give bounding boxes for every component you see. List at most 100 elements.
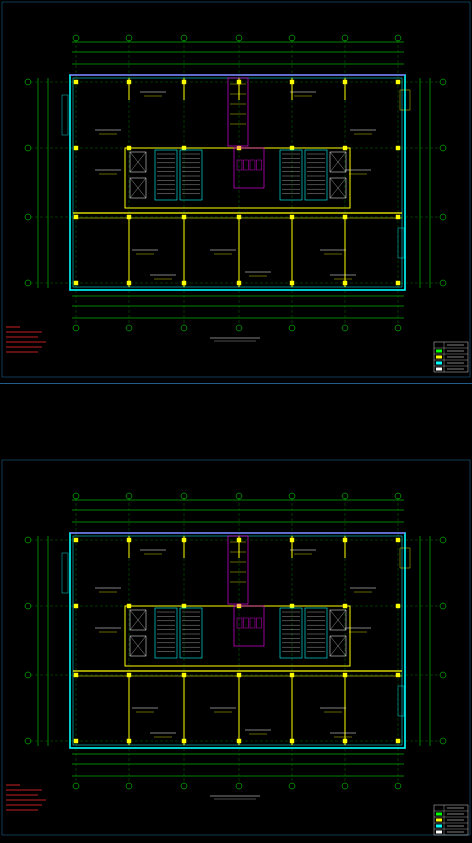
service-shaft (227, 77, 249, 147)
elevator-shaft (329, 177, 347, 199)
grid-bubble-bottom (235, 324, 243, 332)
elevator-shaft (129, 609, 147, 631)
structural-column (73, 672, 79, 678)
structural-column (289, 280, 295, 286)
grid-bubble-bottom (341, 324, 349, 332)
structural-column (181, 672, 187, 678)
grid-bubble-top (394, 492, 402, 500)
side-stair (399, 547, 411, 569)
legend-swatch (436, 824, 442, 828)
structural-column (126, 214, 132, 220)
structural-column (73, 738, 79, 744)
structural-column (73, 280, 79, 286)
structural-column (126, 79, 132, 85)
structural-column (236, 280, 242, 286)
service-shaft (227, 535, 249, 605)
core-zone (124, 605, 351, 667)
toilet-stall (256, 159, 262, 171)
elevator-cross (129, 609, 147, 631)
stair-enclosure (154, 149, 178, 201)
stair-enclosure (279, 149, 303, 201)
elevator-shaft (329, 151, 347, 173)
toilet-stall (243, 159, 249, 171)
grid-bubble-right (439, 602, 447, 610)
legend-swatch (436, 812, 442, 816)
floor-plan-sheet-bottom (0, 452, 472, 843)
legend-table (433, 341, 469, 373)
structural-column (395, 537, 401, 543)
grid-bubble-bottom (72, 782, 80, 790)
toilet-stall (256, 617, 262, 629)
floor-plan-sheet-top (0, 0, 472, 383)
grid-bubble-right (439, 737, 447, 745)
structural-column (236, 738, 242, 744)
grid-bubble-bottom (125, 324, 133, 332)
structural-column (126, 537, 132, 543)
structural-column (289, 214, 295, 220)
side-entrance (397, 685, 405, 717)
structural-column (181, 79, 187, 85)
structural-column (126, 280, 132, 286)
elevator-cross (329, 609, 347, 631)
legend-swatch (436, 818, 442, 822)
structural-column (289, 537, 295, 543)
core-zone (124, 147, 351, 209)
structural-column (73, 79, 79, 85)
legend-swatch (436, 355, 442, 359)
elevator-shaft (129, 151, 147, 173)
grid-bubble-bottom (288, 782, 296, 790)
toilet-stall (249, 159, 256, 171)
toilet-stall (236, 159, 243, 171)
structural-column (395, 214, 401, 220)
legend-swatch (436, 361, 442, 365)
structural-column (236, 79, 242, 85)
elevator-shaft (329, 609, 347, 631)
structural-column (395, 672, 401, 678)
sheet-border (1, 459, 471, 836)
legend-swatch (436, 806, 442, 810)
structural-column (73, 214, 79, 220)
grid-bubble-top (235, 34, 243, 42)
grid-bubble-left (24, 737, 32, 745)
structural-column (236, 537, 242, 543)
grid-bubble-bottom (341, 782, 349, 790)
structural-column (395, 145, 401, 151)
structural-column (395, 280, 401, 286)
structural-column (342, 79, 348, 85)
grid-bubble-top (341, 492, 349, 500)
elevator-cross (329, 635, 347, 657)
structural-column (342, 537, 348, 543)
grid-bubble-left (24, 279, 32, 287)
grid-bubble-top (180, 492, 188, 500)
structural-column (73, 537, 79, 543)
legend-swatch (436, 367, 442, 371)
floor-plan-drawing-bottom (1, 459, 471, 836)
grid-bubble-right (439, 536, 447, 544)
grid-bubble-top (235, 492, 243, 500)
elevator-shaft (329, 635, 347, 657)
stair-enclosure (304, 607, 328, 659)
elevator-cross (129, 151, 147, 173)
structural-column (289, 738, 295, 744)
grid-bubble-bottom (394, 782, 402, 790)
sheet-separator-top (0, 383, 472, 384)
outer-wall-inner (72, 535, 403, 746)
toilet-stall (249, 617, 256, 629)
grid-bubble-bottom (72, 324, 80, 332)
structural-column (181, 214, 187, 220)
grid-bubble-bottom (180, 324, 188, 332)
structural-column (126, 672, 132, 678)
side-entrance (397, 227, 405, 259)
grid-bubble-right (439, 213, 447, 221)
legend-swatch (436, 830, 442, 834)
outer-wall (69, 532, 406, 749)
grid-bubble-top (125, 34, 133, 42)
side-stair (399, 89, 411, 111)
stair-enclosure (279, 607, 303, 659)
grid-bubble-top (72, 492, 80, 500)
stair-enclosure (179, 607, 203, 659)
floor-plan-drawing-top (1, 1, 471, 378)
grid-bubble-left (24, 536, 32, 544)
grid-bubble-bottom (288, 324, 296, 332)
structural-column (181, 280, 187, 286)
